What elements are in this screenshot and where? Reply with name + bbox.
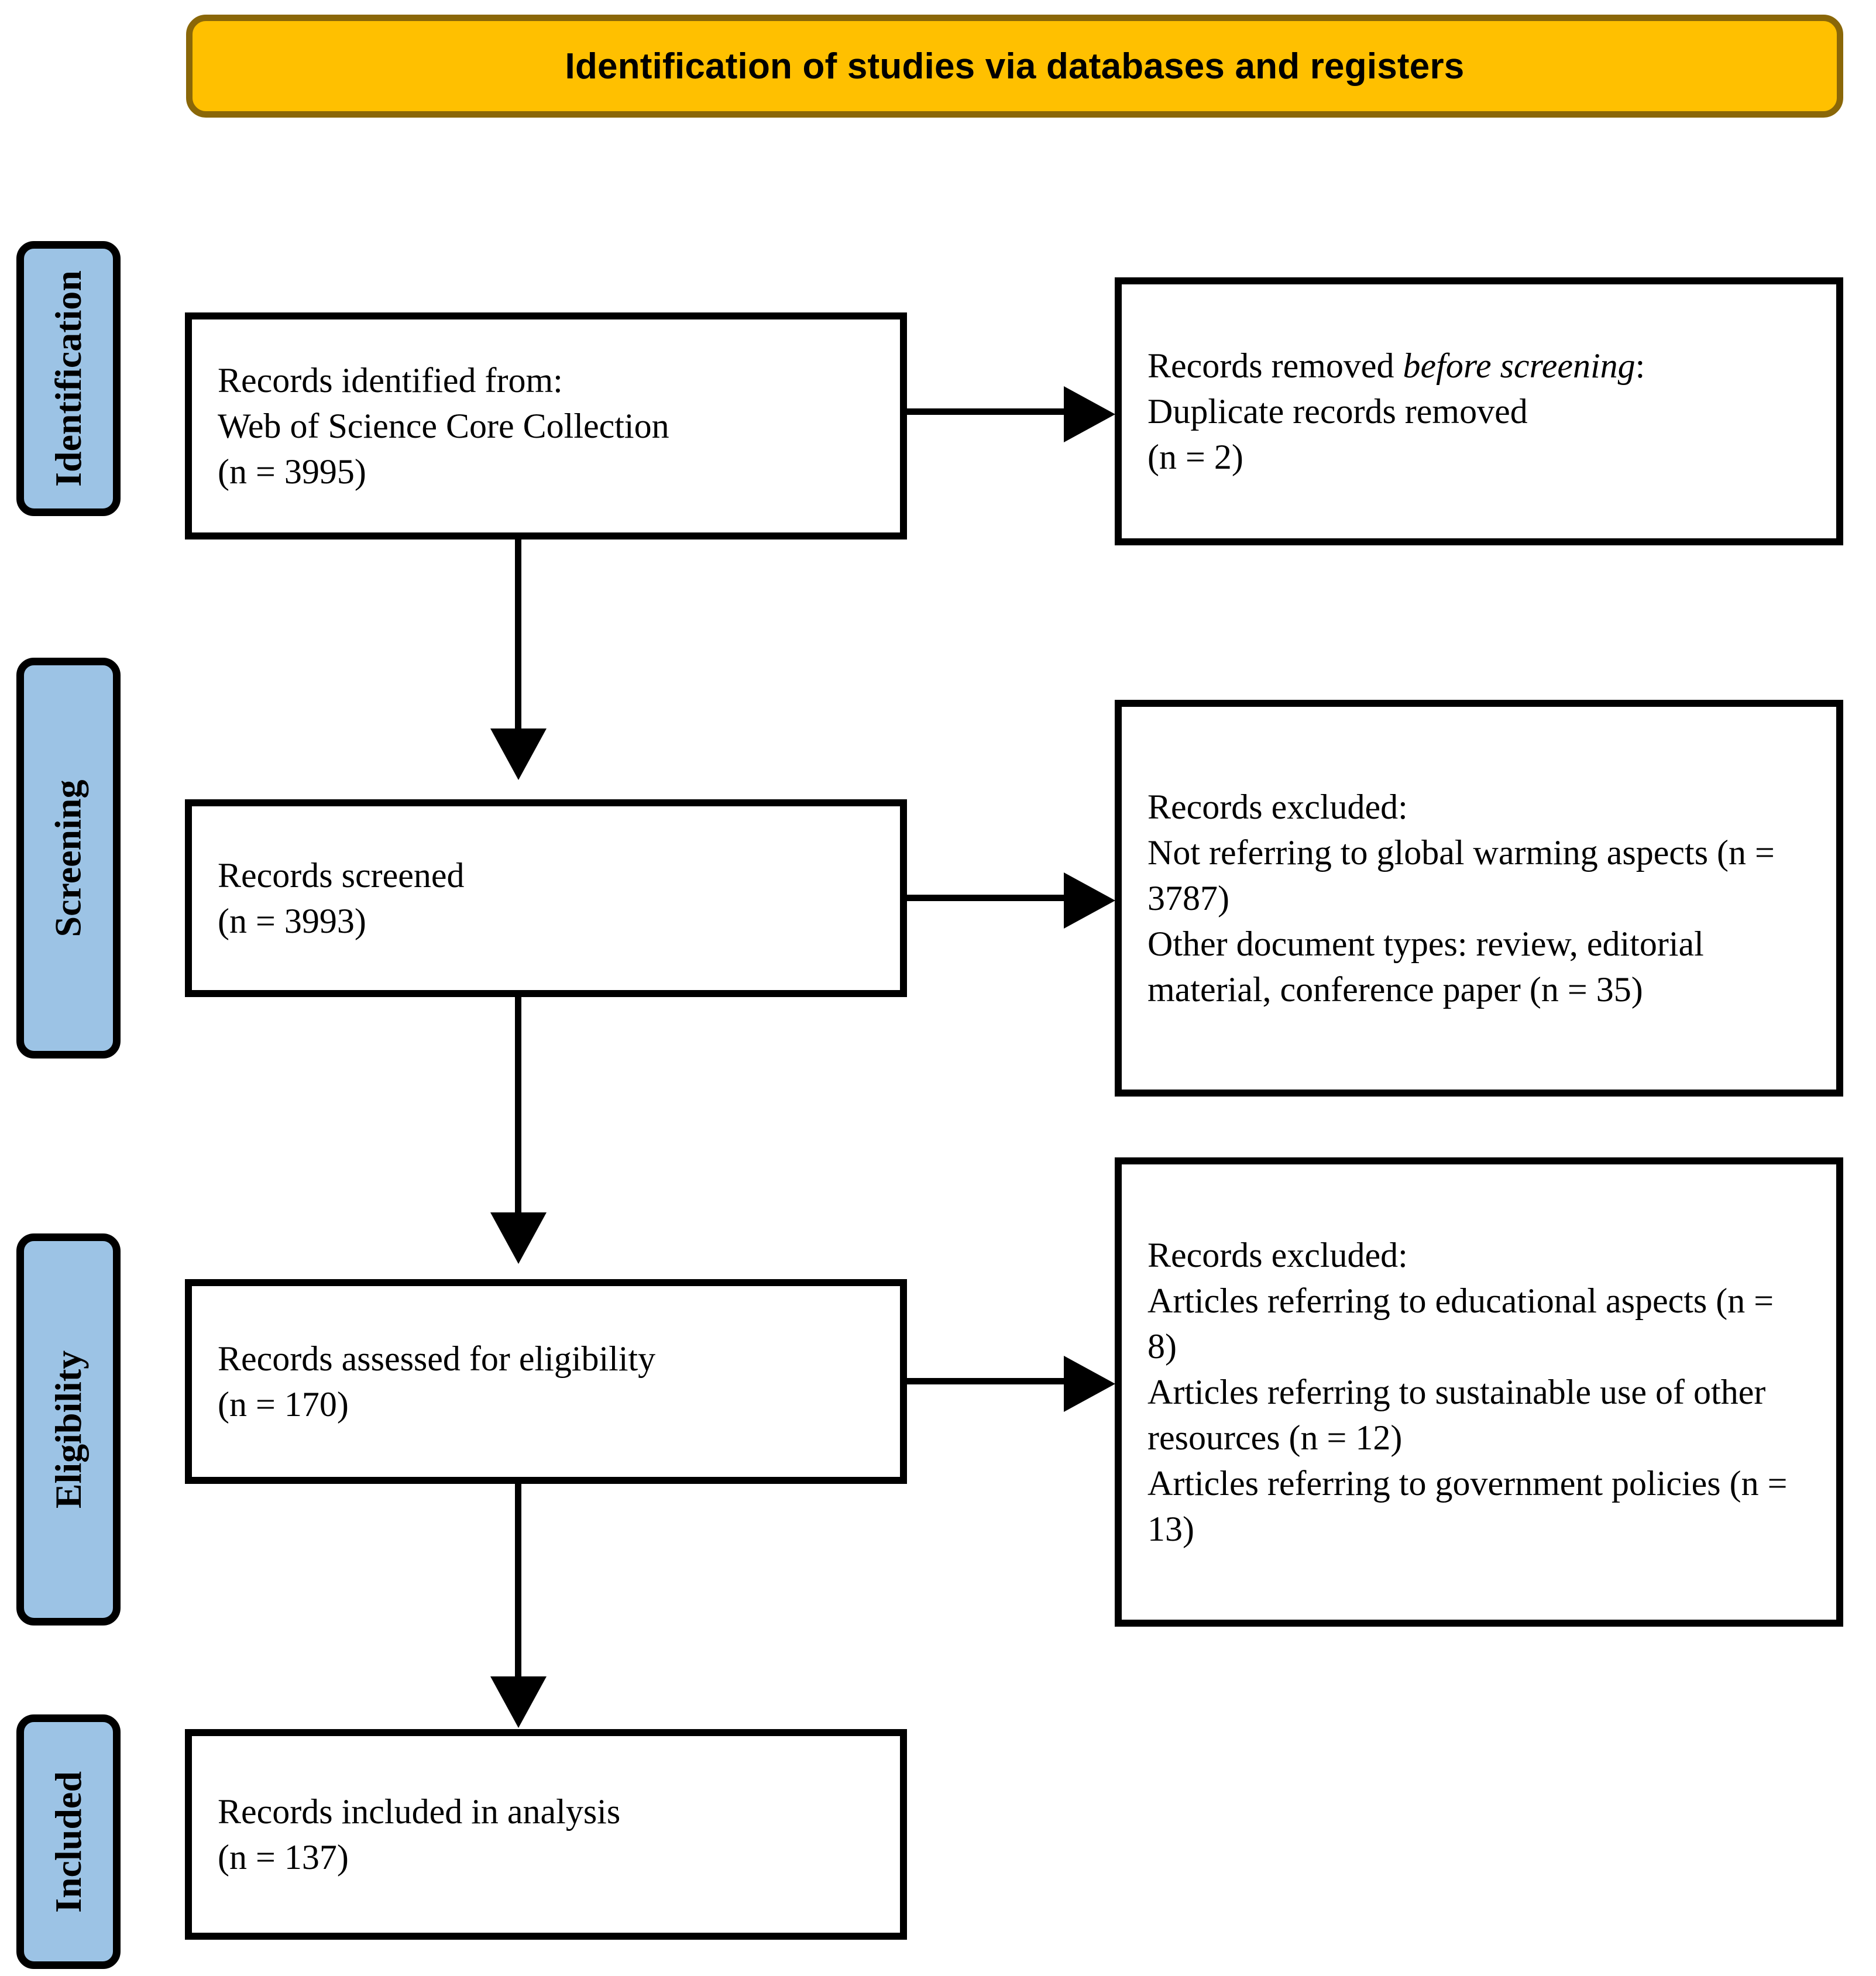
box-records-included: Records included in analysis (n = 137)	[185, 1729, 907, 1940]
box-records-removed-before-screening: Records removed before screening: Duplic…	[1115, 277, 1843, 545]
box-records-identified: Records identified from: Web of Science …	[185, 312, 907, 539]
connector-screened-to-excluded-arrowhead	[1064, 872, 1115, 929]
diagram-title: Identification of studies via databases …	[565, 46, 1465, 87]
box-records-identified-line1: Records identified from:	[218, 361, 563, 400]
stage-tab-screening-label: Screening	[47, 779, 89, 937]
stage-tab-included-label: Included	[47, 1771, 89, 1913]
stage-tab-eligibility-label: Eligibility	[47, 1350, 89, 1509]
connector-identified-to-removed-line	[907, 408, 1068, 415]
box-excluded-screening-line3: Other document types: review, editorial …	[1147, 925, 1704, 1009]
stage-tab-identification: Identification	[16, 241, 121, 516]
box-records-assessed: Records assessed for eligibility (n = 17…	[185, 1279, 907, 1484]
box-records-screened-line2: (n = 3993)	[218, 902, 366, 940]
box-records-assessed-line2: (n = 170)	[218, 1385, 349, 1424]
box-records-included-line2: (n = 137)	[218, 1838, 349, 1877]
box-records-identified-line3: (n = 3995)	[218, 452, 366, 491]
connector-screened-to-excluded-line	[907, 895, 1068, 901]
box-records-screened: Records screened (n = 3993)	[185, 799, 907, 997]
connector-identified-to-removed-arrowhead	[1064, 386, 1115, 442]
box-excluded-eligibility-line3: Articles referring to sustainable use of…	[1147, 1373, 1766, 1457]
box-excluded-screening-line2: Not referring to global warming aspects …	[1147, 833, 1775, 917]
box-records-identified-line2: Web of Science Core Collection	[218, 407, 669, 445]
box-records-removed-line2: Duplicate records removed	[1147, 392, 1528, 431]
box-records-removed-line1: Records removed before screening:	[1147, 343, 1810, 389]
box-records-excluded-screening: Records excluded: Not referring to globa…	[1115, 700, 1843, 1097]
box-excluded-eligibility-line1: Records excluded:	[1147, 1236, 1408, 1274]
stage-tab-screening: Screening	[16, 658, 121, 1059]
records-removed-italic: before screening	[1403, 346, 1636, 385]
box-records-removed-line3: (n = 2)	[1147, 438, 1243, 476]
box-records-screened-line1: Records screened	[218, 856, 465, 895]
box-records-assessed-line1: Records assessed for eligibility	[218, 1339, 656, 1378]
box-records-included-line1: Records included in analysis	[218, 1792, 621, 1831]
box-excluded-eligibility-line2: Articles referring to educational aspect…	[1147, 1281, 1774, 1366]
connector-identified-to-screened-arrowhead	[490, 728, 547, 780]
box-excluded-eligibility-line4: Articles referring to government policie…	[1147, 1464, 1788, 1548]
stage-tab-eligibility: Eligibility	[16, 1233, 121, 1626]
box-records-excluded-eligibility: Records excluded: Articles referring to …	[1115, 1157, 1843, 1627]
diagram-header-banner: Identification of studies via databases …	[186, 15, 1843, 118]
connector-assessed-to-included-arrowhead	[490, 1676, 547, 1728]
connector-screened-to-assessed-line	[515, 997, 521, 1216]
connector-screened-to-assessed-arrowhead	[490, 1212, 547, 1264]
box-excluded-screening-line1: Records excluded:	[1147, 788, 1408, 826]
records-removed-prefix: Records removed	[1147, 346, 1403, 385]
stage-tab-identification-label: Identification	[47, 270, 89, 487]
connector-assessed-to-included-line	[515, 1484, 521, 1680]
connector-assessed-to-excluded-line	[907, 1378, 1068, 1384]
connector-assessed-to-excluded-arrowhead	[1064, 1356, 1115, 1412]
stage-tab-included: Included	[16, 1714, 121, 1969]
connector-identified-to-screened-line	[515, 539, 521, 733]
records-removed-suffix: :	[1635, 346, 1645, 385]
